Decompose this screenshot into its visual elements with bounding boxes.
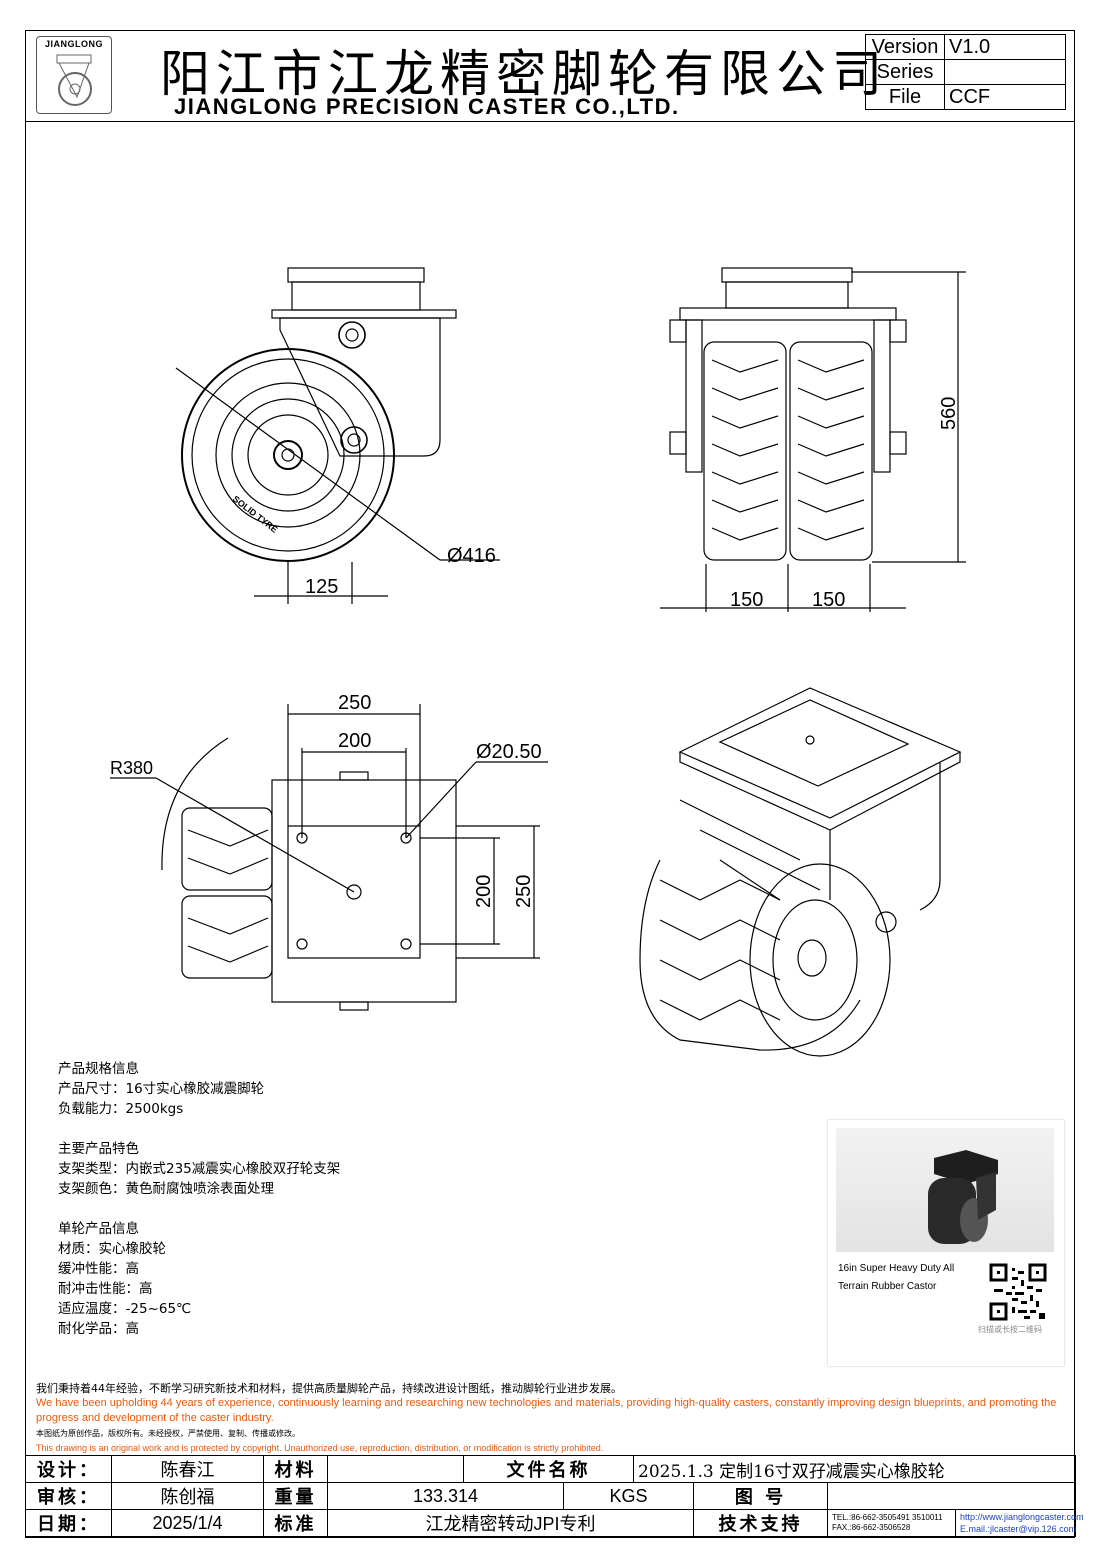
support-label: 技术支持 [693,1509,828,1537]
notice-cn: 我们秉持着44年经验，不断学习研究新技术和材料，提供高质量脚轮产品，持续改进设计… [36,1382,622,1395]
spec-section-title: 主要产品特色 [58,1141,139,1157]
dim-height: 560 [938,397,960,430]
filename-label: 文件名称 [463,1455,634,1483]
side-view [175,267,500,604]
filename-value: 2025.1.3 定制16寸双孖减震实心橡胶轮 [632,1455,1077,1483]
standard-label: 标准 [263,1509,328,1537]
version-value: V1.0 [944,34,1066,60]
company-logo: JIANGLONG [36,36,112,114]
copyright-cn: 本图纸为原创作品，版权所有。未经授权，严禁使用、复制、传播或修改。 [36,1429,300,1438]
caster-render-icon [928,1150,998,1244]
logo-text: JIANGLONG [44,39,103,49]
dim-diameter: Ø416 [447,545,496,567]
dim-inner-width: 200 [338,730,371,752]
file-label: File [865,84,945,110]
designer-name: 陈春江 [111,1455,264,1483]
front-view [660,267,966,612]
spec-line: 适应温度：-25~65℃ [58,1301,192,1317]
spec-line: 产品尺寸：16寸实心橡胶减震脚轮 [58,1081,265,1097]
reviewer-name: 陈创福 [111,1482,264,1510]
spec-section-title: 产品规格信息 [58,1061,139,1077]
weight-label: 重量 [263,1482,328,1510]
dim-hole-diameter: Ø20.50 [476,741,542,763]
weight-unit: KGS [563,1482,694,1510]
spec-section-title: 单轮产品信息 [58,1221,139,1237]
header-divider [25,121,1075,122]
caster-logo-icon [56,54,92,106]
series-label: Series [865,59,945,85]
tel-text: TEL.:86-662-3505491 3510011 [832,1513,943,1522]
company-name-cn: 阳江市江龙精密脚轮有限公司 [160,45,888,103]
top-view [110,704,548,1011]
qr-code-icon[interactable] [988,1262,1048,1322]
card-caption: Terrain Rubber Castor [838,1281,937,1292]
dim-offset: 125 [305,576,338,598]
spec-line: 支架颜色：黄色耐腐蚀喷涂表面处理 [58,1181,274,1197]
technical-drawing: Ø416 125 SOLID TYRE 560 150 150 250 200 … [110,267,966,1057]
drawing-number-value [826,1482,1077,1510]
title-block: 设计： 陈春江 材料 文件名称 2025.1.3 定制16寸双孖减震实心橡胶轮 … [25,1455,1084,1537]
copyright-en: This drawing is an original work and is … [36,1443,604,1453]
standard-value: 江龙精密转动JPI专利 [327,1509,694,1537]
company-name-en: JIANGLONG PRECISION CASTER CO.,LTD. [174,94,680,119]
material-label: 材料 [263,1455,328,1483]
date-label: 日期： [25,1509,112,1537]
qr-caption: 扫描或长按二维码 [978,1325,1042,1334]
spec-line: 耐化学品：高 [58,1321,139,1337]
fax-text: FAX.:86-662-3506528 [832,1523,911,1532]
spec-line: 耐冲击性能：高 [58,1281,153,1297]
weight-value: 133.314 [327,1482,564,1510]
isometric-view [639,687,962,1057]
spec-line: 缓冲性能：高 [58,1261,139,1277]
file-value: CCF [944,84,1066,110]
card-caption: 16in Super Heavy Duty All [838,1263,955,1274]
dim-radius: R380 [110,758,153,778]
contact-web: http://www.jianglongcaster.com E.mail.:j… [954,1509,1084,1537]
email-link[interactable]: E.mail.:jlcaster@vip.126.com [960,1524,1077,1534]
product-card: 16in Super Heavy Duty All Terrain Rubber… [828,1120,1064,1366]
notice-en: We have been upholding 44 years of exper… [36,1397,1057,1424]
dim-left-width: 150 [730,589,763,611]
spec-line: 负载能力：2500kgs [58,1101,184,1117]
spec-line: 材质：实心橡胶轮 [58,1241,166,1257]
drawing-number-label: 图 号 [693,1482,828,1510]
review-label: 审核： [25,1482,112,1510]
drawing-frame [25,30,1075,1538]
dim-inner-height: 200 [473,875,495,908]
dim-outer-width: 250 [338,692,371,714]
dim-outer-height: 250 [513,875,535,908]
contact-phone: TEL.:86-662-3505491 3510011 FAX.:86-662-… [827,1509,956,1537]
spec-info: 产品规格信息 产品尺寸：16寸实心橡胶减震脚轮 负载能力：2500kgs 主要产… [58,1059,340,1359]
product-photo [836,1128,1054,1252]
design-label: 设计： [25,1455,112,1483]
website-link[interactable]: http://www.jianglongcaster.com [960,1512,1084,1522]
spec-line: 支架类型：内嵌式235减震实心橡胶双孖轮支架 [58,1161,341,1177]
notice-block: 我们秉持着44年经验，不断学习研究新技术和材料，提供高质量脚轮产品，持续改进设计… [36,1381,1076,1456]
material-value [327,1455,464,1483]
date-value: 2025/1/4 [111,1509,264,1537]
dim-right-width: 150 [812,589,845,611]
